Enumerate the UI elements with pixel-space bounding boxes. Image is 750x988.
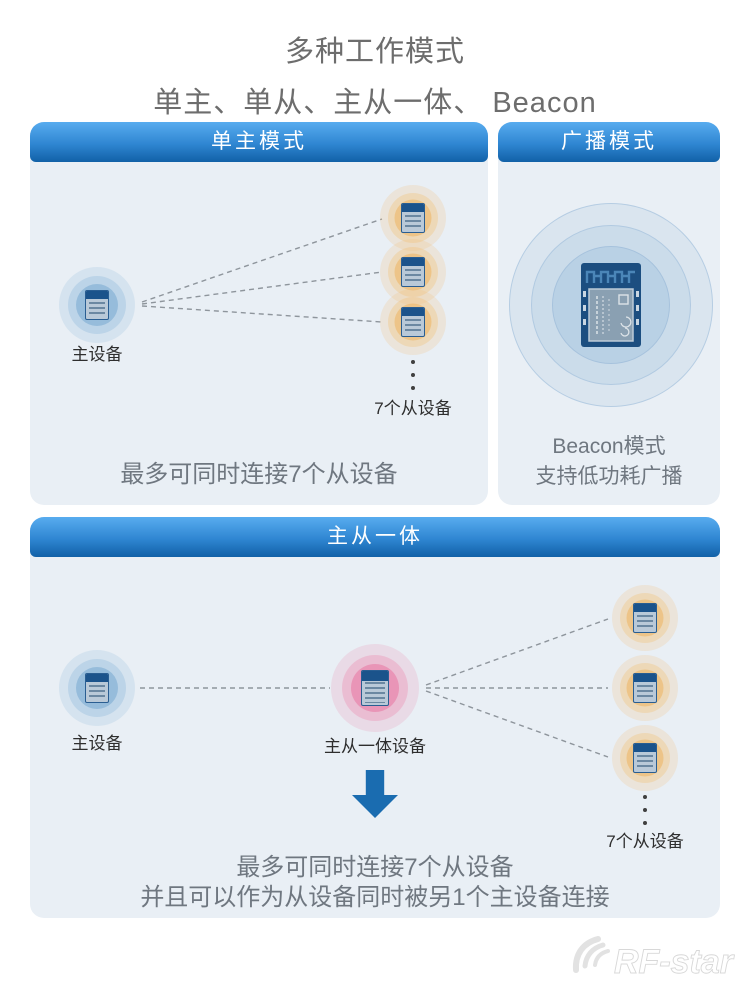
master-device-label: 主设备	[71, 734, 123, 753]
down-arrow-icon	[352, 770, 398, 818]
broadcast-signal-rings	[509, 203, 713, 407]
bluetooth-module-icon	[401, 257, 425, 287]
bluetooth-module-icon	[361, 670, 389, 706]
slave-device-node	[380, 289, 446, 355]
slave-device-node	[612, 725, 678, 791]
bluetooth-module-icon	[85, 290, 109, 320]
title-line1: 多种工作模式	[284, 36, 465, 68]
bluetooth-module-icon	[401, 307, 425, 337]
slave-group-label: 7个从设备	[606, 832, 684, 851]
bluetooth-module-icon	[401, 203, 425, 233]
combo-device-label: 主从一体设备	[324, 737, 426, 756]
rf-star-logo: RF-star	[572, 936, 735, 981]
master-device-label: 主设备	[71, 345, 123, 364]
broadcast-caption-line2: 支持低功耗广播	[535, 465, 683, 488]
master-device-node	[59, 650, 135, 726]
slave-device-node	[612, 585, 678, 651]
ellipsis-dots	[643, 795, 647, 825]
slave-group-label: 7个从设备	[374, 399, 452, 418]
panel-single-master: 单主模式 主设备	[30, 122, 488, 505]
panel-master-slave: 主从一体 主设备 主从一体设备	[30, 517, 720, 918]
panel-broadcast: 广播模式 Beacon模式 支持低功耗	[498, 122, 720, 505]
broadcast-caption-line1: Beacon模式	[552, 435, 666, 458]
ellipsis-dots	[411, 360, 415, 390]
panel-broadcast-title: 广播模式	[498, 122, 720, 162]
slave-device-node	[612, 655, 678, 721]
slave-device-node	[380, 239, 446, 305]
master-device-node	[59, 267, 135, 343]
slave-device-node	[380, 185, 446, 251]
panel-master-slave-title: 主从一体	[30, 517, 720, 557]
bluetooth-module-image	[581, 263, 641, 347]
page-title: 多种工作模式 单主、单从、主从一体、 Beacon	[0, 28, 750, 121]
panel-single-master-title: 单主模式	[30, 122, 488, 162]
master-slave-caption-line1: 最多可同时连接7个从设备	[236, 854, 514, 881]
bluetooth-module-icon	[633, 603, 657, 633]
bluetooth-module-icon	[633, 673, 657, 703]
master-slave-caption-line2: 并且可以作为从设备同时被另1个主设备连接	[140, 884, 610, 911]
rf-star-wing-icon	[572, 936, 610, 973]
title-line2: 单主、单从、主从一体、 Beacon	[153, 87, 597, 119]
rf-star-logo-text: RF-star	[614, 943, 735, 981]
bluetooth-module-icon	[85, 673, 109, 703]
single-master-caption: 最多可同时连接7个从设备	[120, 461, 398, 488]
bluetooth-module-icon	[633, 743, 657, 773]
combo-device-node	[331, 644, 419, 732]
